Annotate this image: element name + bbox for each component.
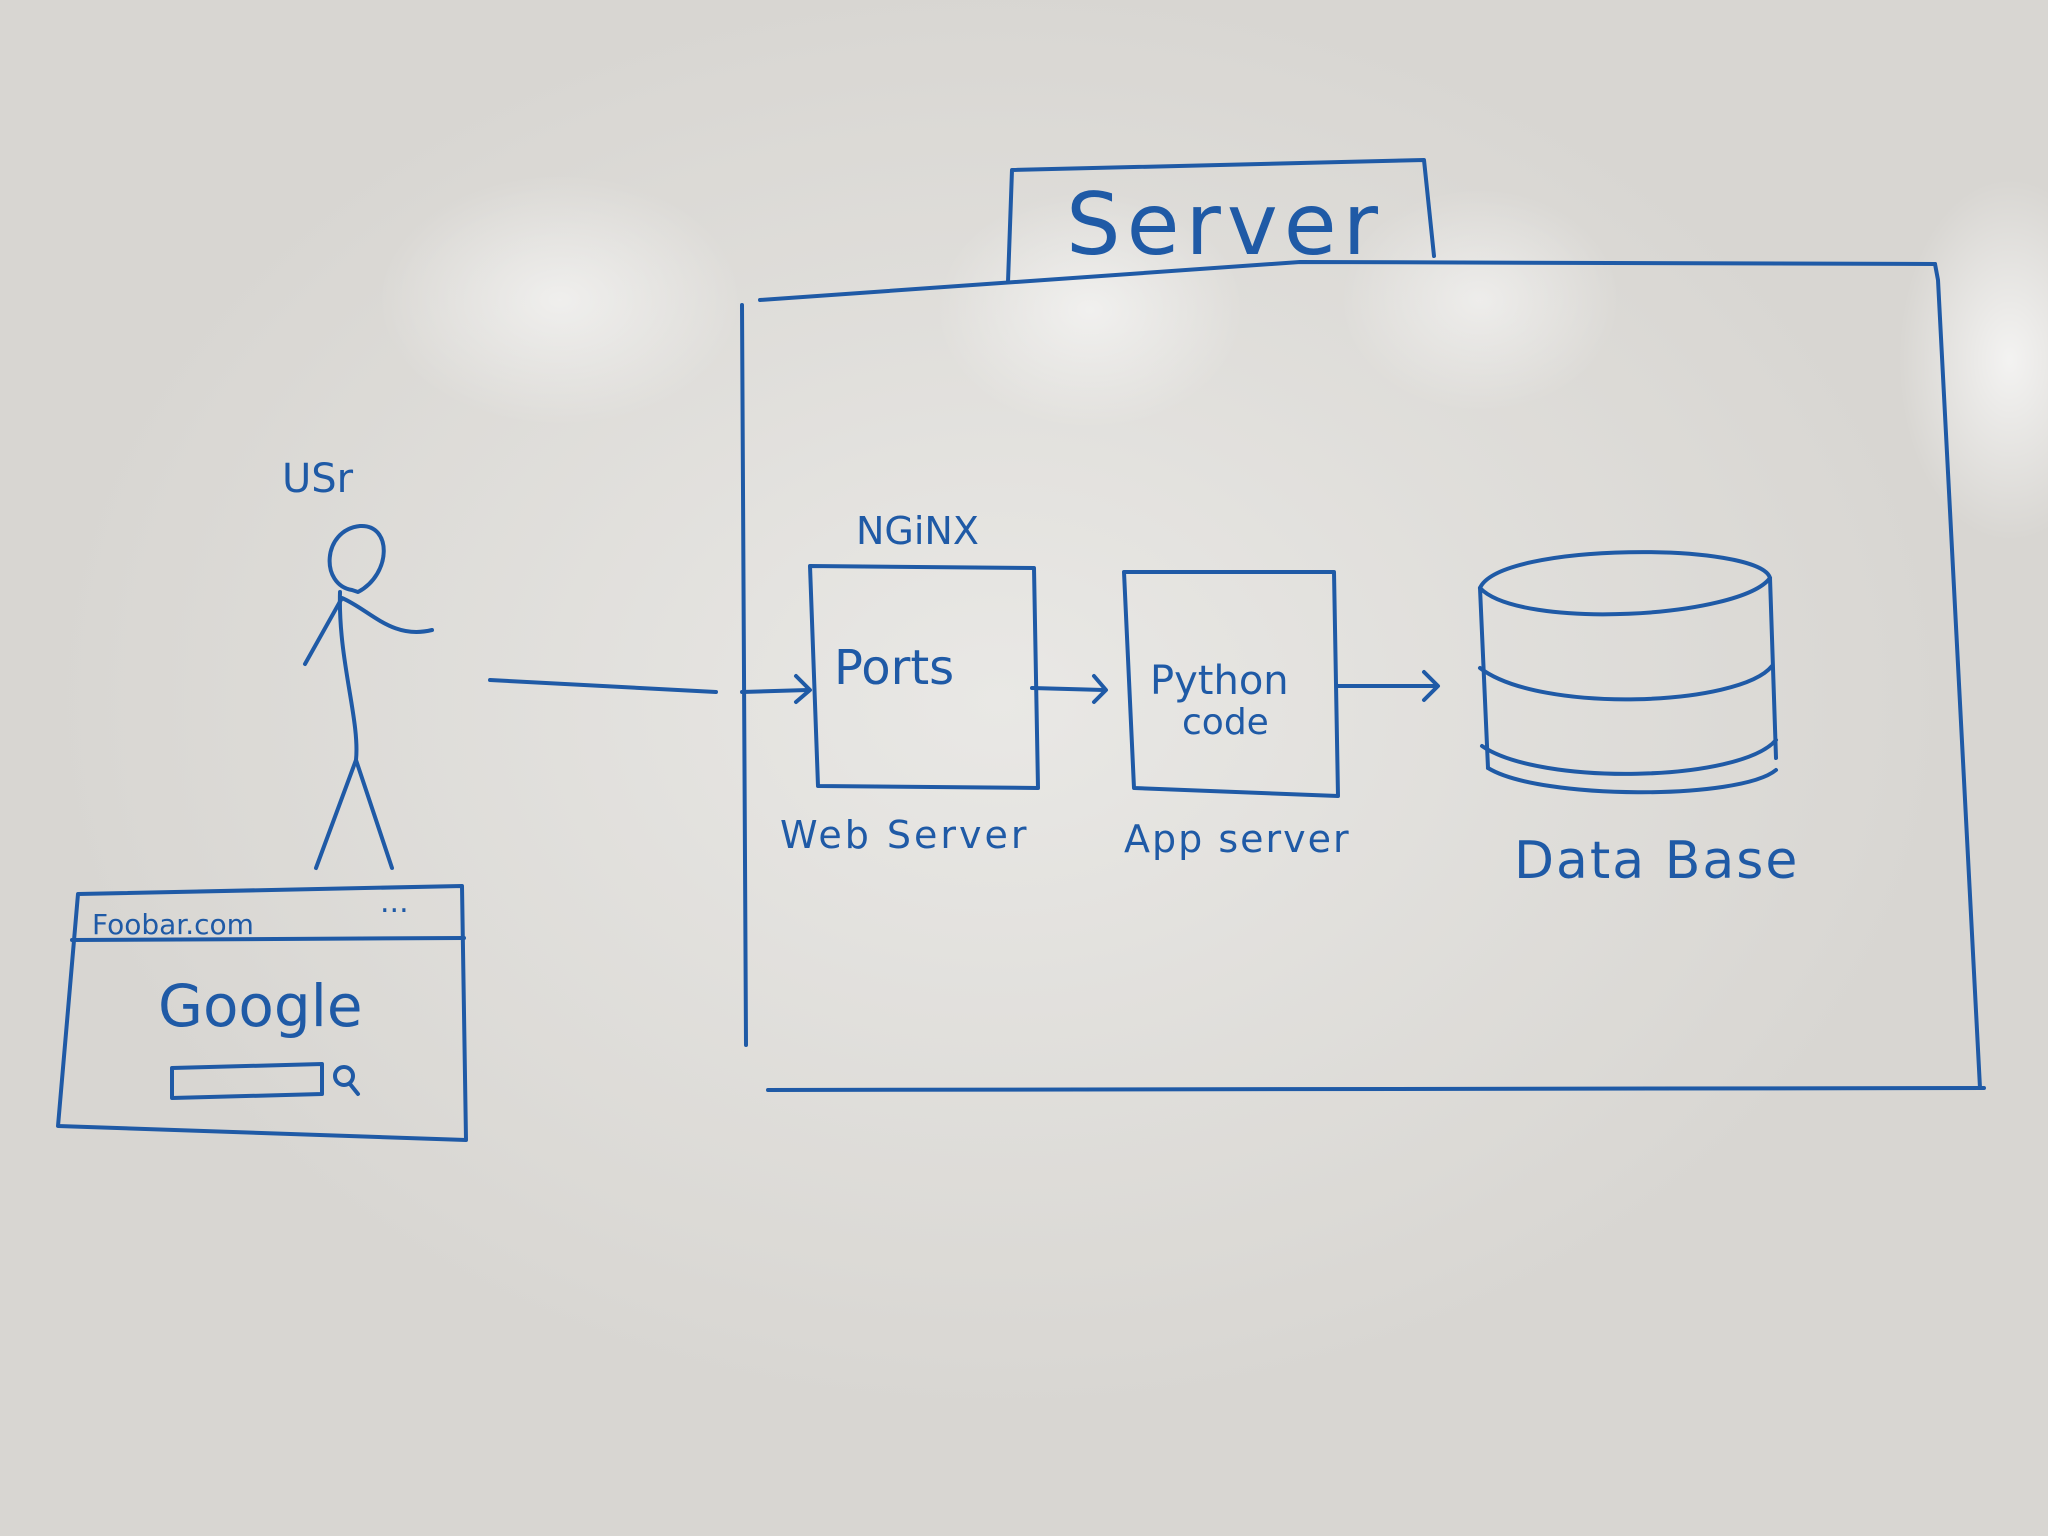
db-band-2	[1480, 738, 1778, 776]
arrow-web-to-app	[1030, 674, 1108, 704]
server-right-edge	[1933, 262, 1982, 1090]
server-top-edge	[758, 260, 1937, 302]
arrow-app-to-db	[1336, 670, 1440, 702]
server-title-box	[1006, 158, 1436, 284]
user-legs	[314, 758, 394, 870]
user-figure: USr	[282, 456, 434, 870]
db-bottom	[1486, 766, 1778, 795]
app-server-node: Python code App server	[1122, 570, 1351, 861]
search-icon	[333, 1065, 355, 1087]
db-top-front	[1478, 576, 1772, 617]
browser-toolbar-divider	[70, 936, 466, 942]
nginx-label: NGiNX	[856, 509, 979, 553]
browser-logo: Google	[158, 972, 363, 1040]
server-container	[740, 260, 1986, 1092]
browser-menu-dots: ...	[380, 885, 409, 920]
user-arms	[303, 596, 434, 666]
database-caption: Data Base	[1514, 831, 1799, 891]
browser-url: Foobar.com	[92, 908, 254, 941]
arrow-line-1	[488, 678, 718, 694]
arrow-head-2	[1092, 674, 1108, 704]
browser-window: Foobar.com ... Google	[56, 884, 468, 1142]
app-server-inner-label-2: code	[1182, 702, 1269, 743]
server-title-tab: Server	[1006, 158, 1436, 284]
database-node: Data Base	[1478, 550, 1799, 891]
app-server-box	[1122, 570, 1340, 798]
user-body	[337, 590, 359, 762]
user-head	[327, 523, 386, 594]
server-title: Server	[1066, 175, 1384, 275]
search-icon-handle	[348, 1082, 360, 1096]
app-server-inner-label-1: Python	[1150, 658, 1289, 704]
browser-frame	[56, 884, 468, 1142]
user-label: USr	[282, 456, 354, 502]
web-server-caption: Web Server	[780, 813, 1030, 857]
arrow-line-2	[740, 688, 810, 694]
db-top-back	[1478, 550, 1772, 590]
app-server-caption: App server	[1124, 817, 1351, 861]
arrow-line-3	[1030, 686, 1106, 692]
web-server-node: NGiNX Ports Web Server	[780, 509, 1040, 857]
db-right-side	[1768, 576, 1778, 760]
server-left-edge	[740, 303, 748, 1047]
db-left-side	[1478, 586, 1490, 770]
web-server-inner-label: Ports	[834, 640, 954, 696]
search-box	[170, 1062, 324, 1100]
arrow-user-to-web	[488, 674, 812, 704]
arrow-head-1	[794, 674, 812, 704]
arrow-head-3	[1422, 670, 1440, 702]
web-server-box	[808, 564, 1040, 790]
server-bottom-edge	[766, 1086, 1986, 1092]
db-band-1	[1478, 664, 1774, 702]
